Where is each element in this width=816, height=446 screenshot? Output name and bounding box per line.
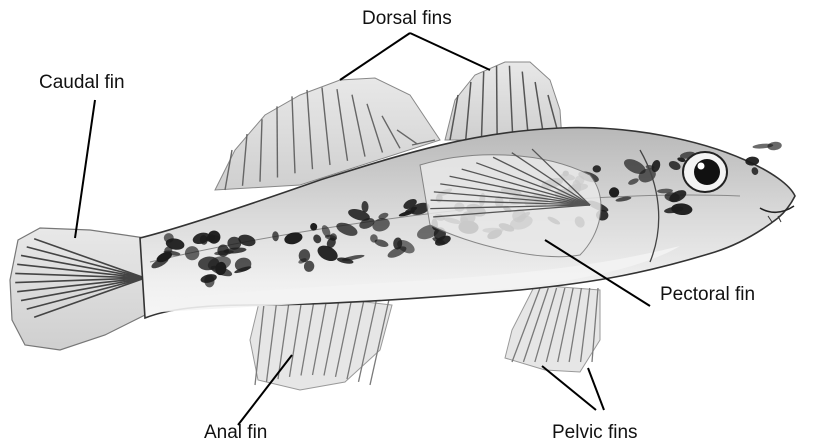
label-caudal-fin: Caudal fin (39, 72, 125, 94)
leader-pelvic-1 (542, 366, 596, 410)
leader-pelvic-2 (588, 368, 604, 410)
leader-dorsal-1 (340, 33, 410, 80)
label-anal-fin: Anal fin (204, 422, 267, 444)
fish-eye (683, 152, 727, 192)
dorsal-ray (277, 106, 278, 177)
caudal-fin (10, 228, 145, 350)
body-spot (593, 165, 601, 172)
leader-caudal (75, 100, 95, 238)
label-dorsal-fins: Dorsal fins (362, 8, 452, 30)
leader-dorsal-2 (410, 33, 490, 70)
label-pelvic-fins: Pelvic fins (552, 422, 638, 444)
label-pectoral-fin: Pectoral fin (660, 284, 755, 306)
pelvic-fins (505, 285, 600, 372)
dorsal-ray (497, 66, 498, 140)
